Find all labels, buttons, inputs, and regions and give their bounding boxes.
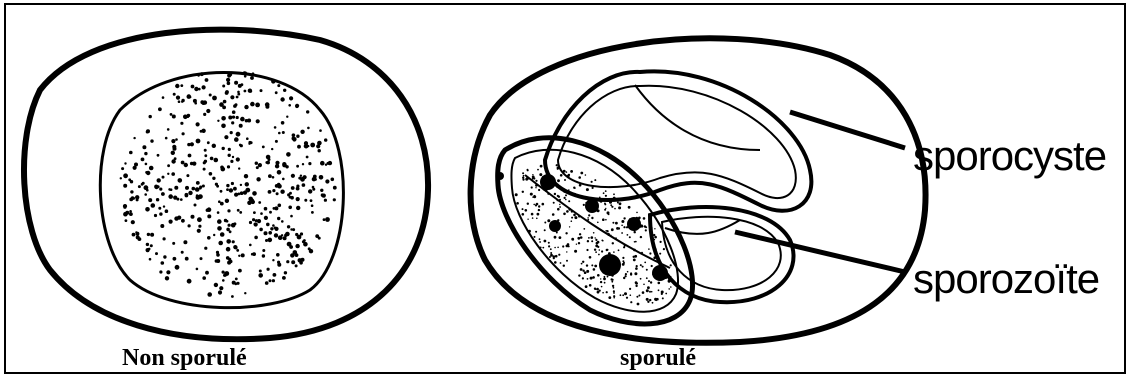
sporocyst-pointer [790, 112, 905, 148]
non-sporulated-oocyst [24, 30, 428, 340]
sporocyst-upper-inner [558, 86, 796, 198]
caption-sporulated: sporulé [620, 345, 696, 372]
sporocyst-label: sporocyste [913, 132, 1106, 180]
caption-non-sporulated: Non sporulé [122, 345, 247, 372]
sporulated-oocyst [471, 38, 926, 343]
sporozoite-label: sporozoïte [913, 255, 1099, 303]
sporocyst-front-inner [511, 150, 678, 312]
sporozoite-pointer [735, 232, 905, 272]
sporocyst-lower-inner [662, 217, 781, 290]
zygote-granules [120, 71, 337, 298]
oocyst-wall-left [24, 30, 428, 340]
sporocyst-upper-outer [545, 71, 811, 210]
